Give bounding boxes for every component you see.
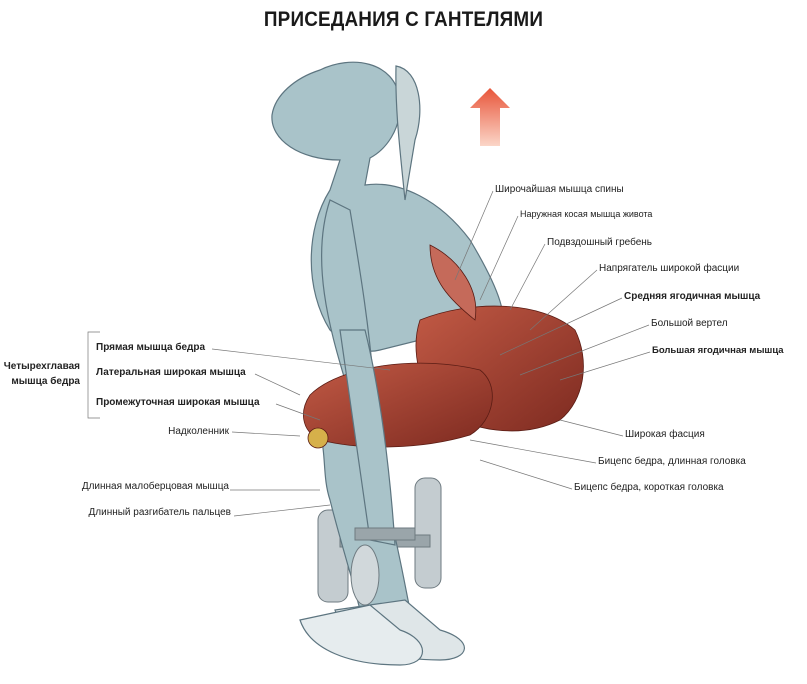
up-arrow-icon [470, 88, 510, 146]
label-greater-trochanter: Большой вертел [651, 318, 728, 329]
label-vastus-intermedius: Промежуточная широкая мышца [96, 397, 260, 408]
label-tensor-fasciae-latae: Напрягатель широкой фасции [599, 263, 740, 274]
page-title: ПРИСЕДАНИЯ С ГАНТЕЛЯМИ [263, 8, 544, 31]
label-fascia-lata: Широкая фасция [625, 429, 705, 440]
label-gluteus-medius: Средняя ягодичная мышца [624, 291, 761, 302]
leader-lines [87, 190, 651, 517]
label-gluteus-maximus: Большая ягодичная мышца [652, 345, 784, 356]
label-biceps-femoris-short: Бицепс бедра, короткая головка [574, 482, 724, 493]
label-peroneus-longus: Длинная малоберцовая мышца [81, 481, 229, 492]
dumbbell-front-icon [350, 527, 416, 606]
label-extensor-digitorum-longus: Длинный разгибатель пальцев [88, 507, 232, 518]
label-biceps-femoris-long: Бицепс бедра, длинная головка [598, 456, 746, 467]
label-quadriceps-line1: Четырехглавая [3, 361, 80, 372]
label-iliac-crest: Подвздошный гребень [547, 237, 652, 248]
label-patella: Надколенник [168, 426, 229, 437]
label-rectus-femoris: Прямая мышца бедра [96, 342, 206, 353]
arm [339, 329, 396, 546]
label-external-oblique: Наружная косая мышца живота [520, 209, 653, 219]
label-quadriceps-line2: мышца бедра [11, 376, 80, 387]
label-vastus-lateralis: Латеральная широкая мышца [96, 367, 246, 378]
label-latissimus: Широчайшая мышца спины [495, 184, 624, 195]
